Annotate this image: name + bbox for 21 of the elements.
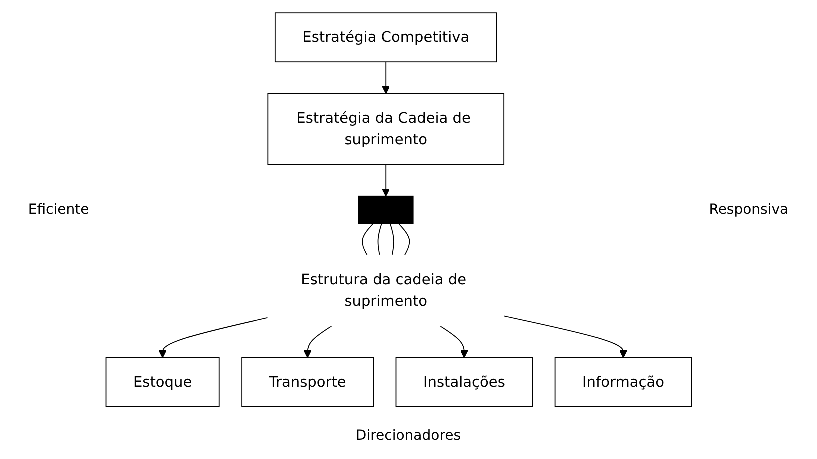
group-label: Direcionadores	[354, 428, 462, 444]
axis-end-label: Responsiva	[708, 202, 790, 218]
connector	[378, 223, 383, 256]
arrow	[382, 164, 390, 197]
node-bar	[358, 196, 414, 224]
node-box: Informação	[555, 357, 692, 408]
arrow	[440, 326, 469, 358]
node-box: Transporte	[242, 357, 374, 408]
arrow	[159, 317, 269, 358]
node-box: Estoque	[106, 357, 220, 408]
node-box: Estratégia Competitiva	[275, 12, 498, 63]
connector	[398, 223, 410, 256]
arrow	[382, 62, 390, 94]
arrow	[304, 326, 333, 358]
connector	[362, 223, 374, 256]
node-text: Estrutura da cadeia de suprimento	[301, 270, 467, 310]
node-box: Instalações	[396, 357, 534, 408]
connector	[390, 223, 395, 256]
axis-end-label: Eficiente	[27, 202, 90, 218]
node-box: Estratégia da Cadeia de suprimento	[268, 93, 505, 166]
arrow	[504, 316, 628, 358]
